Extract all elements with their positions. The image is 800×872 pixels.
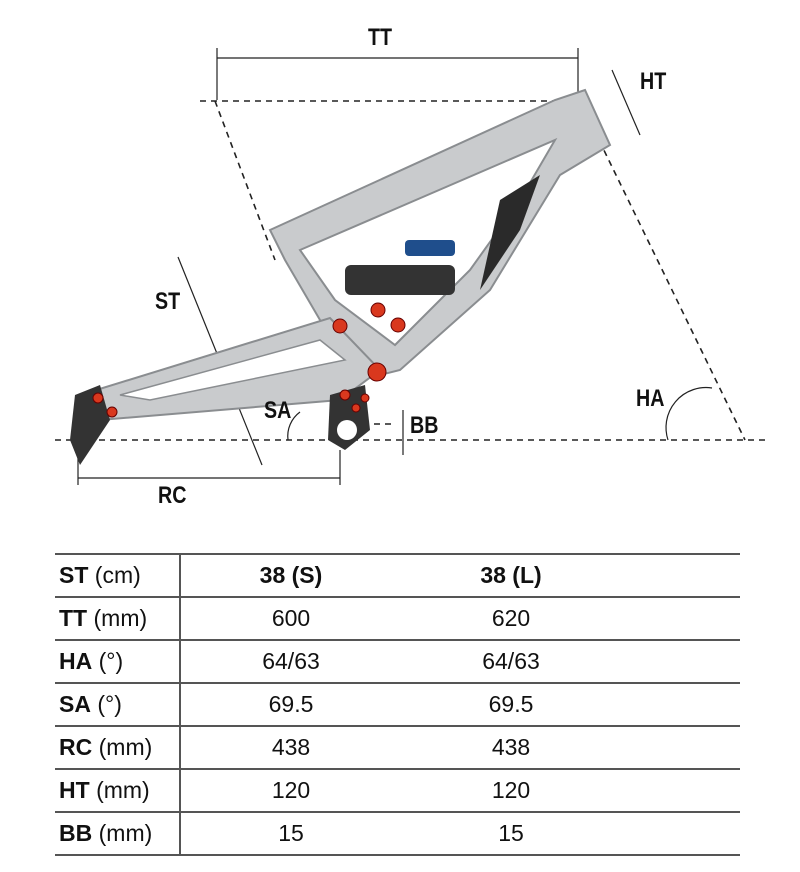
bike-frame xyxy=(70,88,612,465)
table-cell: 69.5 xyxy=(180,682,401,726)
label-st: ST xyxy=(155,288,181,315)
param-key: BB xyxy=(59,820,93,846)
param-key: HT xyxy=(59,777,90,803)
label-tt: TT xyxy=(368,24,393,51)
row-label: HT (mm) xyxy=(55,768,181,812)
table-cell: 64/63 xyxy=(180,639,401,683)
param-unit: (cm) xyxy=(94,562,141,588)
param-unit: (mm) xyxy=(98,734,153,760)
table-cell: 15 xyxy=(401,811,621,856)
table-spacer xyxy=(621,725,740,769)
param-key: RC xyxy=(59,734,93,760)
row-label: ST (cm) xyxy=(55,553,181,597)
label-ht: HT xyxy=(640,68,667,95)
table-cell: 620 xyxy=(401,596,621,640)
param-unit: (mm) xyxy=(96,777,150,803)
table-spacer xyxy=(621,682,740,726)
geometry-lines xyxy=(55,100,770,441)
table-row: ST (cm)38 (S)38 (L) xyxy=(55,553,740,597)
table-cell: 120 xyxy=(180,768,401,812)
label-rc: RC xyxy=(158,482,187,509)
row-label: SA (°) xyxy=(55,682,181,726)
row-label: RC (mm) xyxy=(55,725,181,769)
pivot-bolts xyxy=(92,302,406,418)
seat-tube-axis xyxy=(214,100,276,261)
param-key: ST xyxy=(59,562,89,588)
table-spacer xyxy=(621,811,740,856)
table-cell: 69.5 xyxy=(401,682,621,726)
table-cell: 438 xyxy=(401,725,621,769)
table-cell: 15 xyxy=(180,811,401,856)
param-unit: (mm) xyxy=(93,605,148,631)
frame-diagram xyxy=(55,48,770,485)
param-key: TT xyxy=(59,605,88,631)
param-key: HA xyxy=(59,648,93,674)
table-cell: 38 (S) xyxy=(180,553,401,597)
table-cell: 64/63 xyxy=(401,639,621,683)
row-label: HA (°) xyxy=(55,639,181,683)
table-cell: 120 xyxy=(401,768,621,812)
head-tube-axis xyxy=(579,100,746,441)
param-unit: (mm) xyxy=(98,820,153,846)
table-cell: 438 xyxy=(180,725,401,769)
shock-reservoir xyxy=(405,240,455,256)
table-spacer xyxy=(621,639,740,683)
param-key: SA xyxy=(59,691,91,717)
row-label: TT (mm) xyxy=(55,596,181,640)
row-label: BB (mm) xyxy=(55,811,181,856)
table-spacer xyxy=(621,596,740,640)
table-cell: 600 xyxy=(180,596,401,640)
shock-spring xyxy=(345,265,455,295)
param-unit: (°) xyxy=(97,691,122,717)
table-spacer xyxy=(621,768,740,812)
label-bb: BB xyxy=(410,412,439,439)
param-unit: (°) xyxy=(98,648,124,674)
dimension-lines xyxy=(77,48,713,485)
label-sa: SA xyxy=(264,397,292,424)
label-ha: HA xyxy=(636,385,665,412)
table-spacer xyxy=(621,553,740,597)
table-cell: 38 (L) xyxy=(401,553,621,597)
